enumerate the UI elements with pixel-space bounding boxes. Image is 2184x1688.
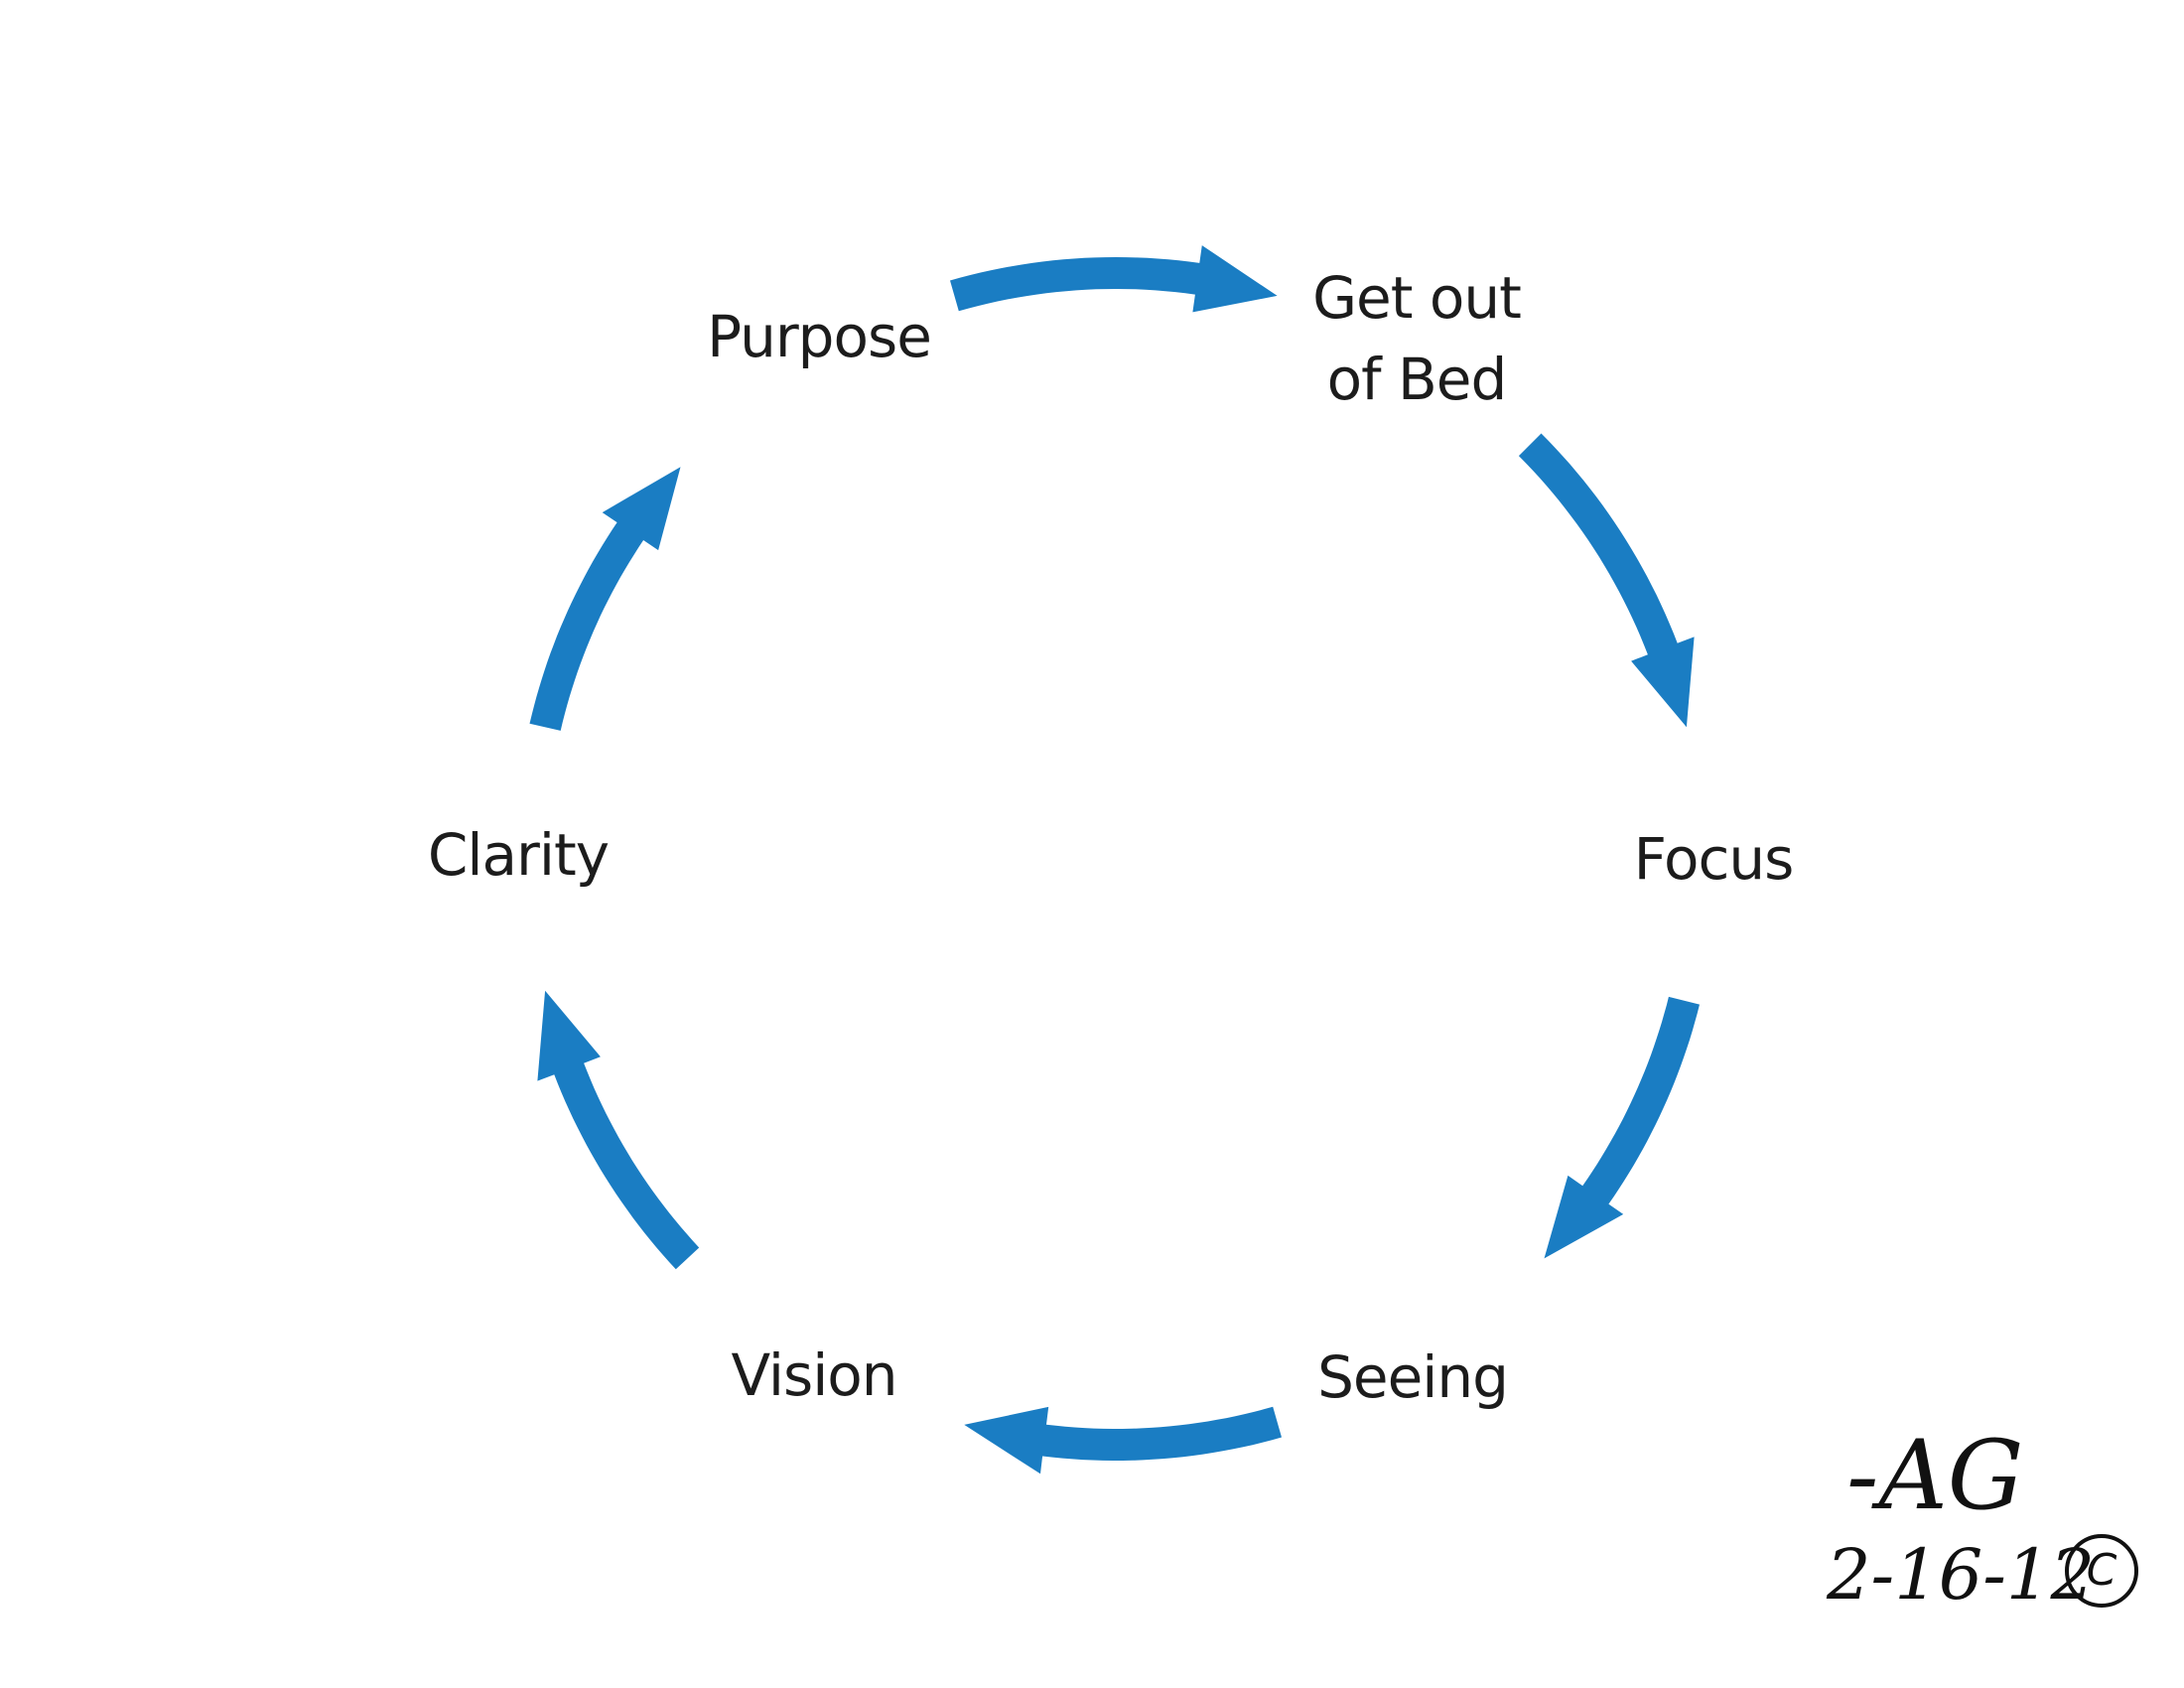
arrow-vision-to-clarity [537,990,700,1270]
arrow-focus-to-seeing [1544,996,1700,1259]
node-clarity: Clarity [427,821,610,889]
node-get-out-of-bed: Get out of Bed [1312,257,1522,420]
node-vision: Vision [731,1341,897,1409]
arrow-get-out-of-bed-to-focus [1518,433,1695,728]
signature-date: 2-16-12 [1827,1534,2095,1616]
node-seeing: Seeing [1317,1343,1509,1411]
arrow-seeing-to-vision [964,1406,1282,1475]
node-purpose: Purpose [707,303,932,370]
arrow-purpose-to-get-out-of-bed [950,245,1278,313]
arrow-clarity-to-purpose [529,467,681,731]
signature-initials: -AG [1846,1420,2024,1531]
node-focus: Focus [1633,825,1795,893]
node-get-out-of-bed-line1: Get out [1312,264,1522,332]
node-get-out-of-bed-line2: of Bed [1326,346,1508,413]
copyright-icon: C [2065,1534,2138,1608]
